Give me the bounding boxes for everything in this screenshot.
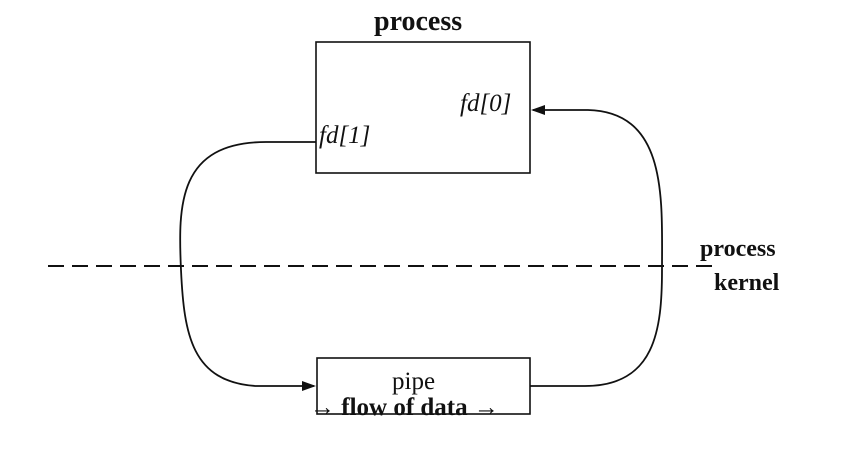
kernel-side-label: kernel: [714, 270, 780, 296]
fd0-label: fd[0]: [460, 90, 512, 117]
write-end-flow-arrow: [179, 141, 316, 391]
fd1-label: fd[1]: [319, 122, 371, 149]
process-title: process: [374, 6, 463, 37]
flow-of-data-label: → flow of data →: [310, 394, 499, 421]
pipe-box: [316, 357, 531, 415]
read-end-flow-arrow: [530, 105, 664, 387]
process-box: [315, 41, 531, 174]
pipe-label: pipe: [392, 368, 436, 395]
process-side-label: process: [700, 236, 776, 262]
